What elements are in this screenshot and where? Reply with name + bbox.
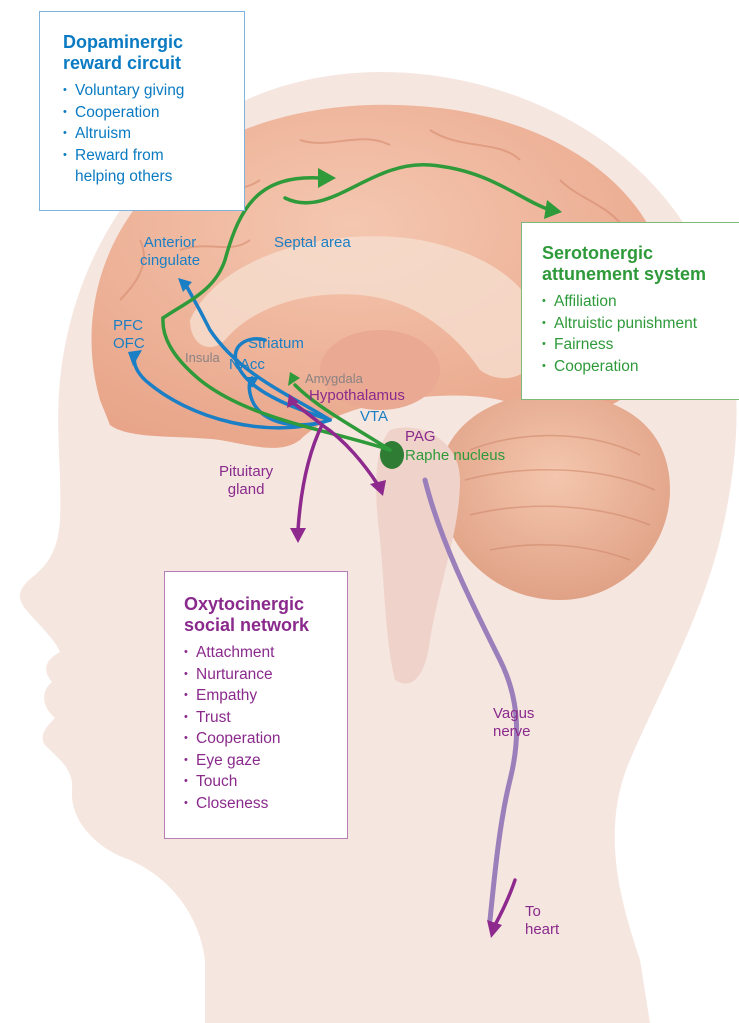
dopaminergic-title: Dopaminergic reward circuit: [63, 32, 234, 74]
dopaminergic-reward-circuit-box: Dopaminergic reward circuit Voluntary gi…: [39, 11, 245, 211]
label-line: Pituitary: [219, 463, 273, 481]
label-nacc: NAcc: [229, 356, 265, 374]
list-item: Affiliation: [542, 291, 733, 313]
oxytocinergic-title: Oxytocinergic social network: [184, 594, 339, 636]
list-item: Eye gaze: [184, 750, 339, 772]
label-line: heart: [525, 921, 559, 939]
label-pituitary-gland: Pituitary gland: [219, 463, 273, 499]
label-line: Vagus: [493, 705, 534, 723]
list-item: Cooperation: [63, 102, 234, 124]
label-anterior-cingulate: Anterior cingulate: [140, 234, 200, 270]
list-item: Altruism: [63, 123, 234, 145]
list-item-line: helping others: [75, 168, 172, 185]
label-line: Anterior: [140, 234, 200, 252]
list-item: Voluntary giving: [63, 80, 234, 102]
label-line: To: [525, 903, 559, 921]
label-line: cingulate: [140, 252, 200, 270]
oxytocinergic-social-network-box: Oxytocinergic social network Attachment …: [164, 571, 348, 839]
list-item: Nurturance: [184, 664, 339, 686]
label-septal-area: Septal area: [274, 234, 351, 252]
label-line: nerve: [493, 723, 534, 741]
list-item-line: Reward from: [75, 147, 164, 164]
label-pag: PAG: [405, 428, 436, 446]
dopaminergic-list: Voluntary giving Cooperation Altruism Re…: [63, 80, 234, 188]
serotonergic-title: Serotonergic attunement system: [542, 243, 733, 285]
label-to-heart: To heart: [525, 903, 559, 939]
list-item: Trust: [184, 707, 339, 729]
label-amygdala: Amygdala: [305, 370, 363, 388]
label-line: gland: [219, 481, 273, 499]
label-vta: VTA: [360, 408, 388, 426]
label-pfc: PFC: [113, 317, 143, 335]
list-item: Cooperation: [542, 356, 733, 378]
dopaminergic-title-line2: reward circuit: [63, 53, 234, 74]
serotonergic-list: Affiliation Altruistic punishment Fairne…: [542, 291, 733, 377]
label-striatum: Striatum: [248, 335, 304, 353]
label-hypothalamus: Hypothalamus: [309, 387, 405, 405]
label-vagus-nerve: Vagus nerve: [493, 705, 534, 741]
oxytocinergic-title-line1: Oxytocinergic: [184, 594, 339, 615]
oxytocinergic-list: Attachment Nurturance Empathy Trust Coop…: [184, 642, 339, 814]
list-item: Empathy: [184, 685, 339, 707]
dopaminergic-title-line1: Dopaminergic: [63, 32, 234, 53]
label-ofc: OFC: [113, 335, 145, 353]
list-item: Altruistic punishment: [542, 313, 733, 335]
list-item: Touch: [184, 771, 339, 793]
label-insula: Insula: [185, 349, 220, 367]
label-raphe-nucleus: Raphe nucleus: [405, 447, 505, 465]
list-item: Attachment: [184, 642, 339, 664]
serotonergic-title-line1: Serotonergic: [542, 243, 733, 264]
list-item: Closeness: [184, 793, 339, 815]
oxytocinergic-title-line2: social network: [184, 615, 339, 636]
list-item: Reward from helping others: [63, 145, 234, 188]
serotonergic-attunement-system-box: Serotonergic attunement system Affiliati…: [521, 222, 739, 400]
serotonergic-title-line2: attunement system: [542, 264, 733, 285]
list-item: Fairness: [542, 334, 733, 356]
list-item: Cooperation: [184, 728, 339, 750]
